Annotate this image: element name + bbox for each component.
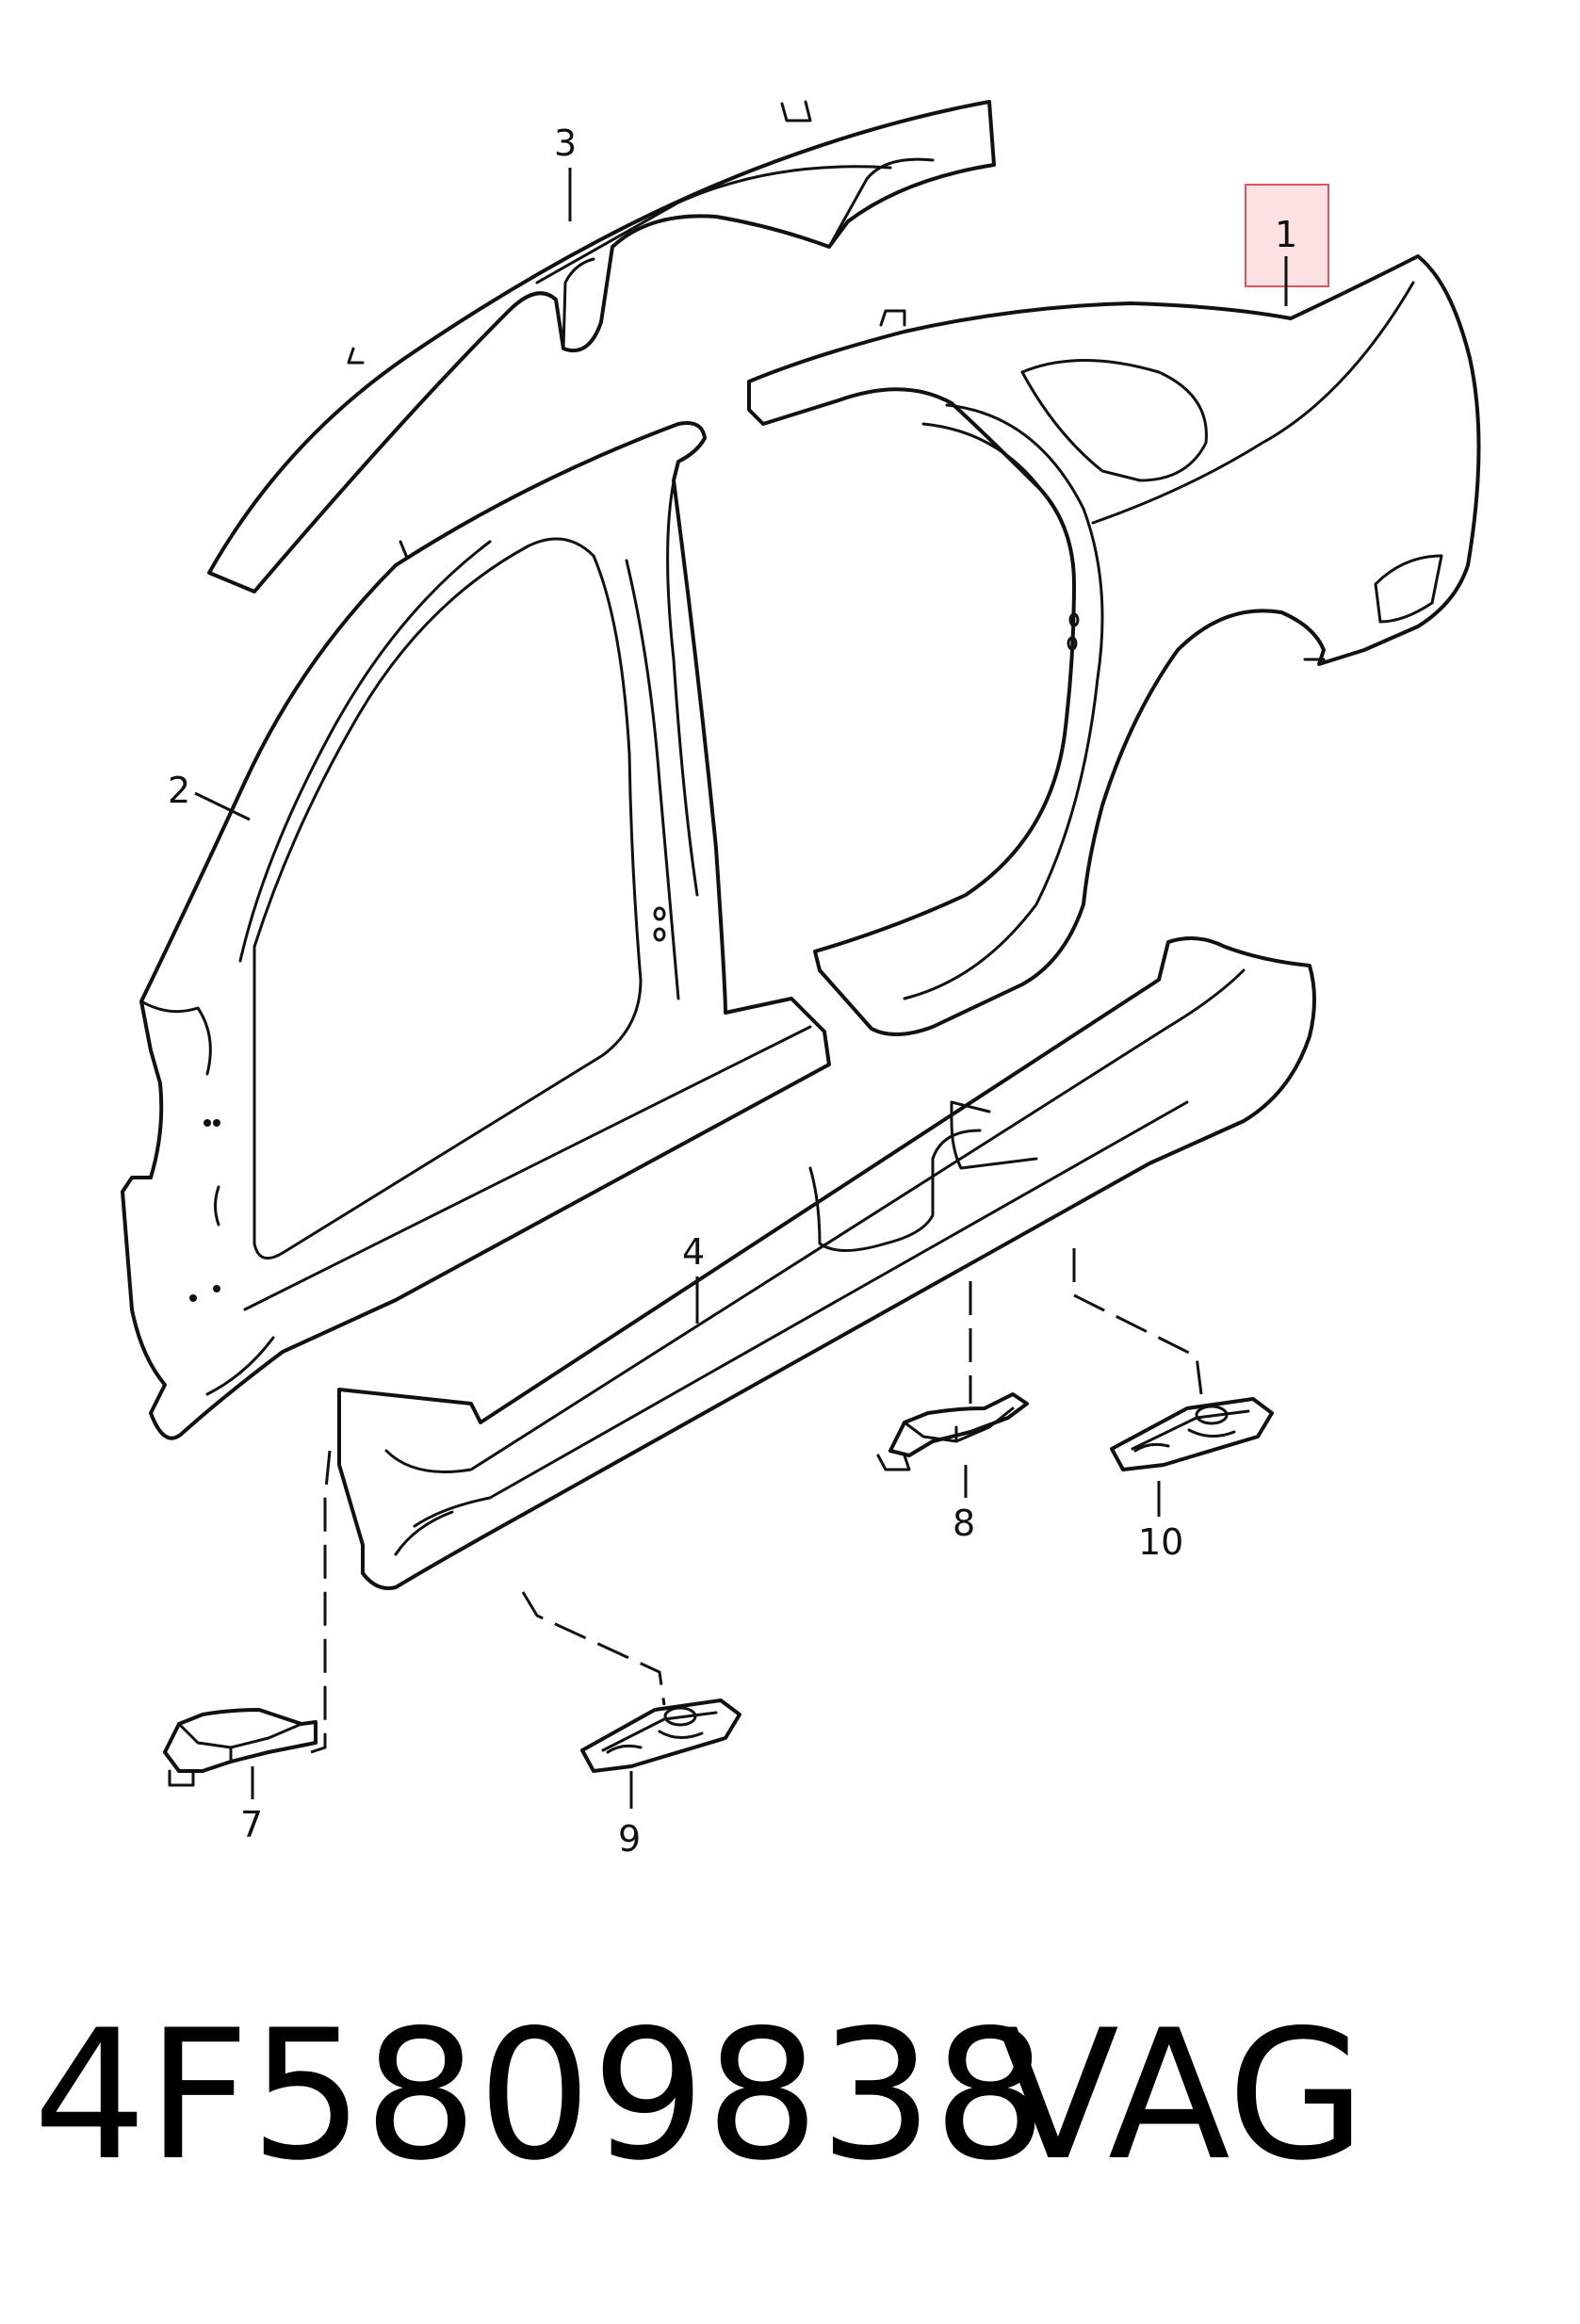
callout-4: 4 <box>682 1231 705 1273</box>
part-3-roof-rail <box>207 100 996 593</box>
part-2-side-frame <box>121 421 831 1440</box>
callout-1: 1 <box>1275 214 1297 255</box>
callout-labels: 1 2 3 4 7 8 9 10 <box>168 122 1297 1860</box>
part-number: 4F5809838 <box>33 1991 1048 2200</box>
part-8-bracket <box>876 1392 1029 1471</box>
part-7-bracket <box>163 1708 318 1787</box>
callout-8: 8 <box>953 1503 975 1544</box>
callout-9: 9 <box>618 1818 641 1860</box>
callout-3: 3 <box>554 122 577 164</box>
part-10-cover <box>1110 1397 1274 1471</box>
part-9-cover <box>580 1698 741 1773</box>
brand-name: VAG <box>997 1991 1366 2200</box>
leader-lines <box>194 168 1288 1809</box>
part-4-sill-panel <box>337 936 1316 1590</box>
callout-2: 2 <box>168 770 190 811</box>
callout-10: 10 <box>1138 1521 1183 1563</box>
parts-diagram: 1 2 3 4 7 8 9 10 <box>121 100 1481 1860</box>
callout-7: 7 <box>240 1804 263 1845</box>
part-1-rear-quarter-panel <box>747 254 1481 1037</box>
